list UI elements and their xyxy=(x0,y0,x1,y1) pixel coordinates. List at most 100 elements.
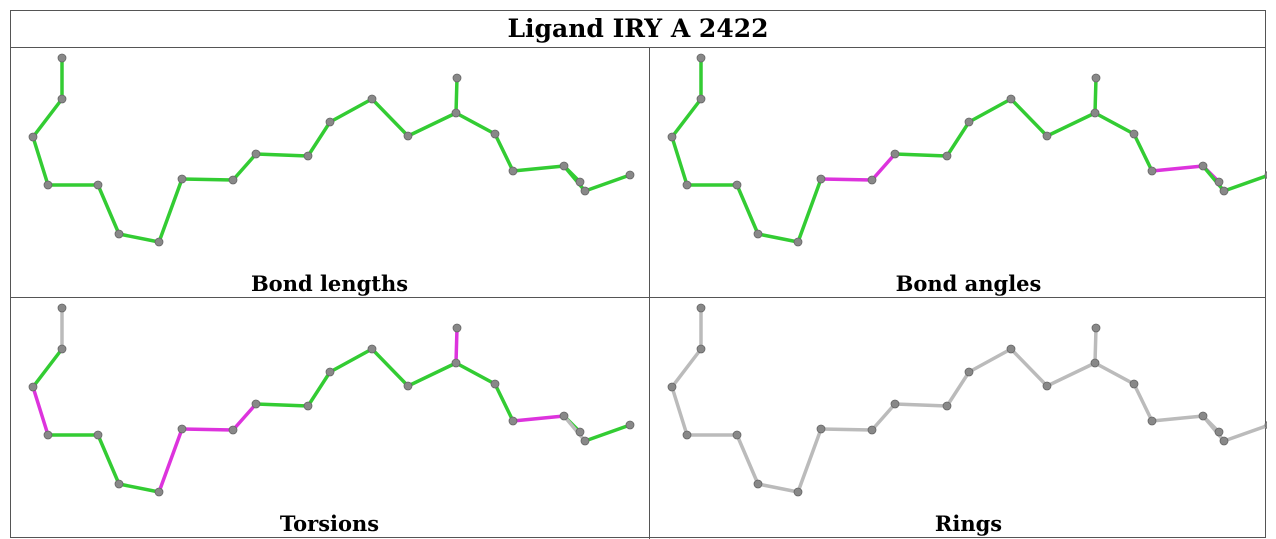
bond xyxy=(583,423,632,443)
atom xyxy=(890,399,900,409)
molecule-bond-lengths xyxy=(28,53,635,247)
atom xyxy=(682,430,692,440)
bond xyxy=(254,152,310,158)
bond xyxy=(1222,423,1267,443)
bond xyxy=(493,132,515,173)
bond xyxy=(493,382,515,423)
bond xyxy=(945,370,971,408)
bond xyxy=(562,164,587,193)
bond xyxy=(735,183,760,236)
caption-torsions: Torsions xyxy=(279,511,380,536)
atom xyxy=(1006,344,1016,354)
panel-bond-lengths: Bond lengths xyxy=(11,48,648,298)
atom xyxy=(57,53,67,63)
atom xyxy=(114,479,124,489)
bond xyxy=(180,177,235,182)
column-divider xyxy=(649,47,650,539)
bond xyxy=(454,326,459,365)
atom xyxy=(1219,436,1229,446)
atom xyxy=(57,94,67,104)
atom xyxy=(1147,166,1157,176)
bond xyxy=(1222,173,1267,193)
panel-rings: Rings xyxy=(650,298,1276,538)
bond xyxy=(370,347,410,388)
atom xyxy=(793,487,803,497)
atom xyxy=(228,175,238,185)
atom xyxy=(154,487,164,497)
atom xyxy=(696,303,706,313)
atom xyxy=(451,358,461,368)
bond xyxy=(670,97,703,139)
bond xyxy=(157,427,184,494)
bond xyxy=(1132,132,1154,173)
bond xyxy=(893,402,949,408)
bond xyxy=(819,427,874,432)
atom xyxy=(732,430,742,440)
bond xyxy=(117,482,161,494)
atom xyxy=(1147,416,1157,426)
molecule-rings xyxy=(667,303,1267,497)
bond xyxy=(967,97,1013,124)
panel-bond-angles: Bond angles xyxy=(650,48,1276,298)
bond xyxy=(180,427,235,432)
bond xyxy=(1045,111,1097,138)
atom xyxy=(964,367,974,377)
bond xyxy=(370,97,410,138)
bond xyxy=(670,385,689,437)
atom xyxy=(1198,161,1208,171)
atom xyxy=(367,344,377,354)
bond xyxy=(328,97,374,124)
atom xyxy=(403,131,413,141)
bond xyxy=(945,120,971,158)
bond xyxy=(157,177,184,244)
bond xyxy=(670,135,689,187)
caption-bond-lengths: Bond lengths xyxy=(250,271,409,296)
atom xyxy=(93,180,103,190)
bond xyxy=(328,347,374,374)
atom xyxy=(1091,73,1101,83)
bond xyxy=(1009,347,1049,388)
ligand-title: Ligand IRY A 2422 xyxy=(11,11,1265,48)
bond xyxy=(1093,326,1098,365)
atom xyxy=(964,117,974,127)
atom xyxy=(325,117,335,127)
atom xyxy=(667,382,677,392)
atom xyxy=(559,411,569,421)
atom xyxy=(696,344,706,354)
panel-torsions: Torsions xyxy=(11,298,648,538)
atom xyxy=(177,424,187,434)
atom xyxy=(93,430,103,440)
bond xyxy=(31,347,64,389)
atom xyxy=(1042,381,1052,391)
atom xyxy=(682,180,692,190)
atom xyxy=(1042,131,1052,141)
atom xyxy=(1214,427,1224,437)
atom xyxy=(251,399,261,409)
bond xyxy=(31,97,64,139)
bond xyxy=(117,232,161,244)
atom xyxy=(1090,108,1100,118)
atom xyxy=(325,367,335,377)
atom xyxy=(753,229,763,239)
atom xyxy=(57,344,67,354)
atom xyxy=(114,229,124,239)
atom xyxy=(57,303,67,313)
atom xyxy=(625,420,635,430)
bond xyxy=(306,120,332,158)
validation-table: Ligand IRY A 2422 Bond lengths Bond angl… xyxy=(10,10,1267,539)
bond xyxy=(893,152,949,158)
atom xyxy=(154,237,164,247)
atom xyxy=(1091,323,1101,333)
atom xyxy=(580,186,590,196)
atom xyxy=(696,94,706,104)
atom xyxy=(696,53,706,63)
bond xyxy=(967,347,1013,374)
atom xyxy=(303,151,313,161)
bond xyxy=(1132,382,1154,423)
atom xyxy=(793,237,803,247)
atom xyxy=(1129,379,1139,389)
atom xyxy=(1264,171,1267,179)
molecule-bond-angles xyxy=(667,53,1267,247)
atom xyxy=(1129,129,1139,139)
caption-rings: Rings xyxy=(934,511,1003,536)
